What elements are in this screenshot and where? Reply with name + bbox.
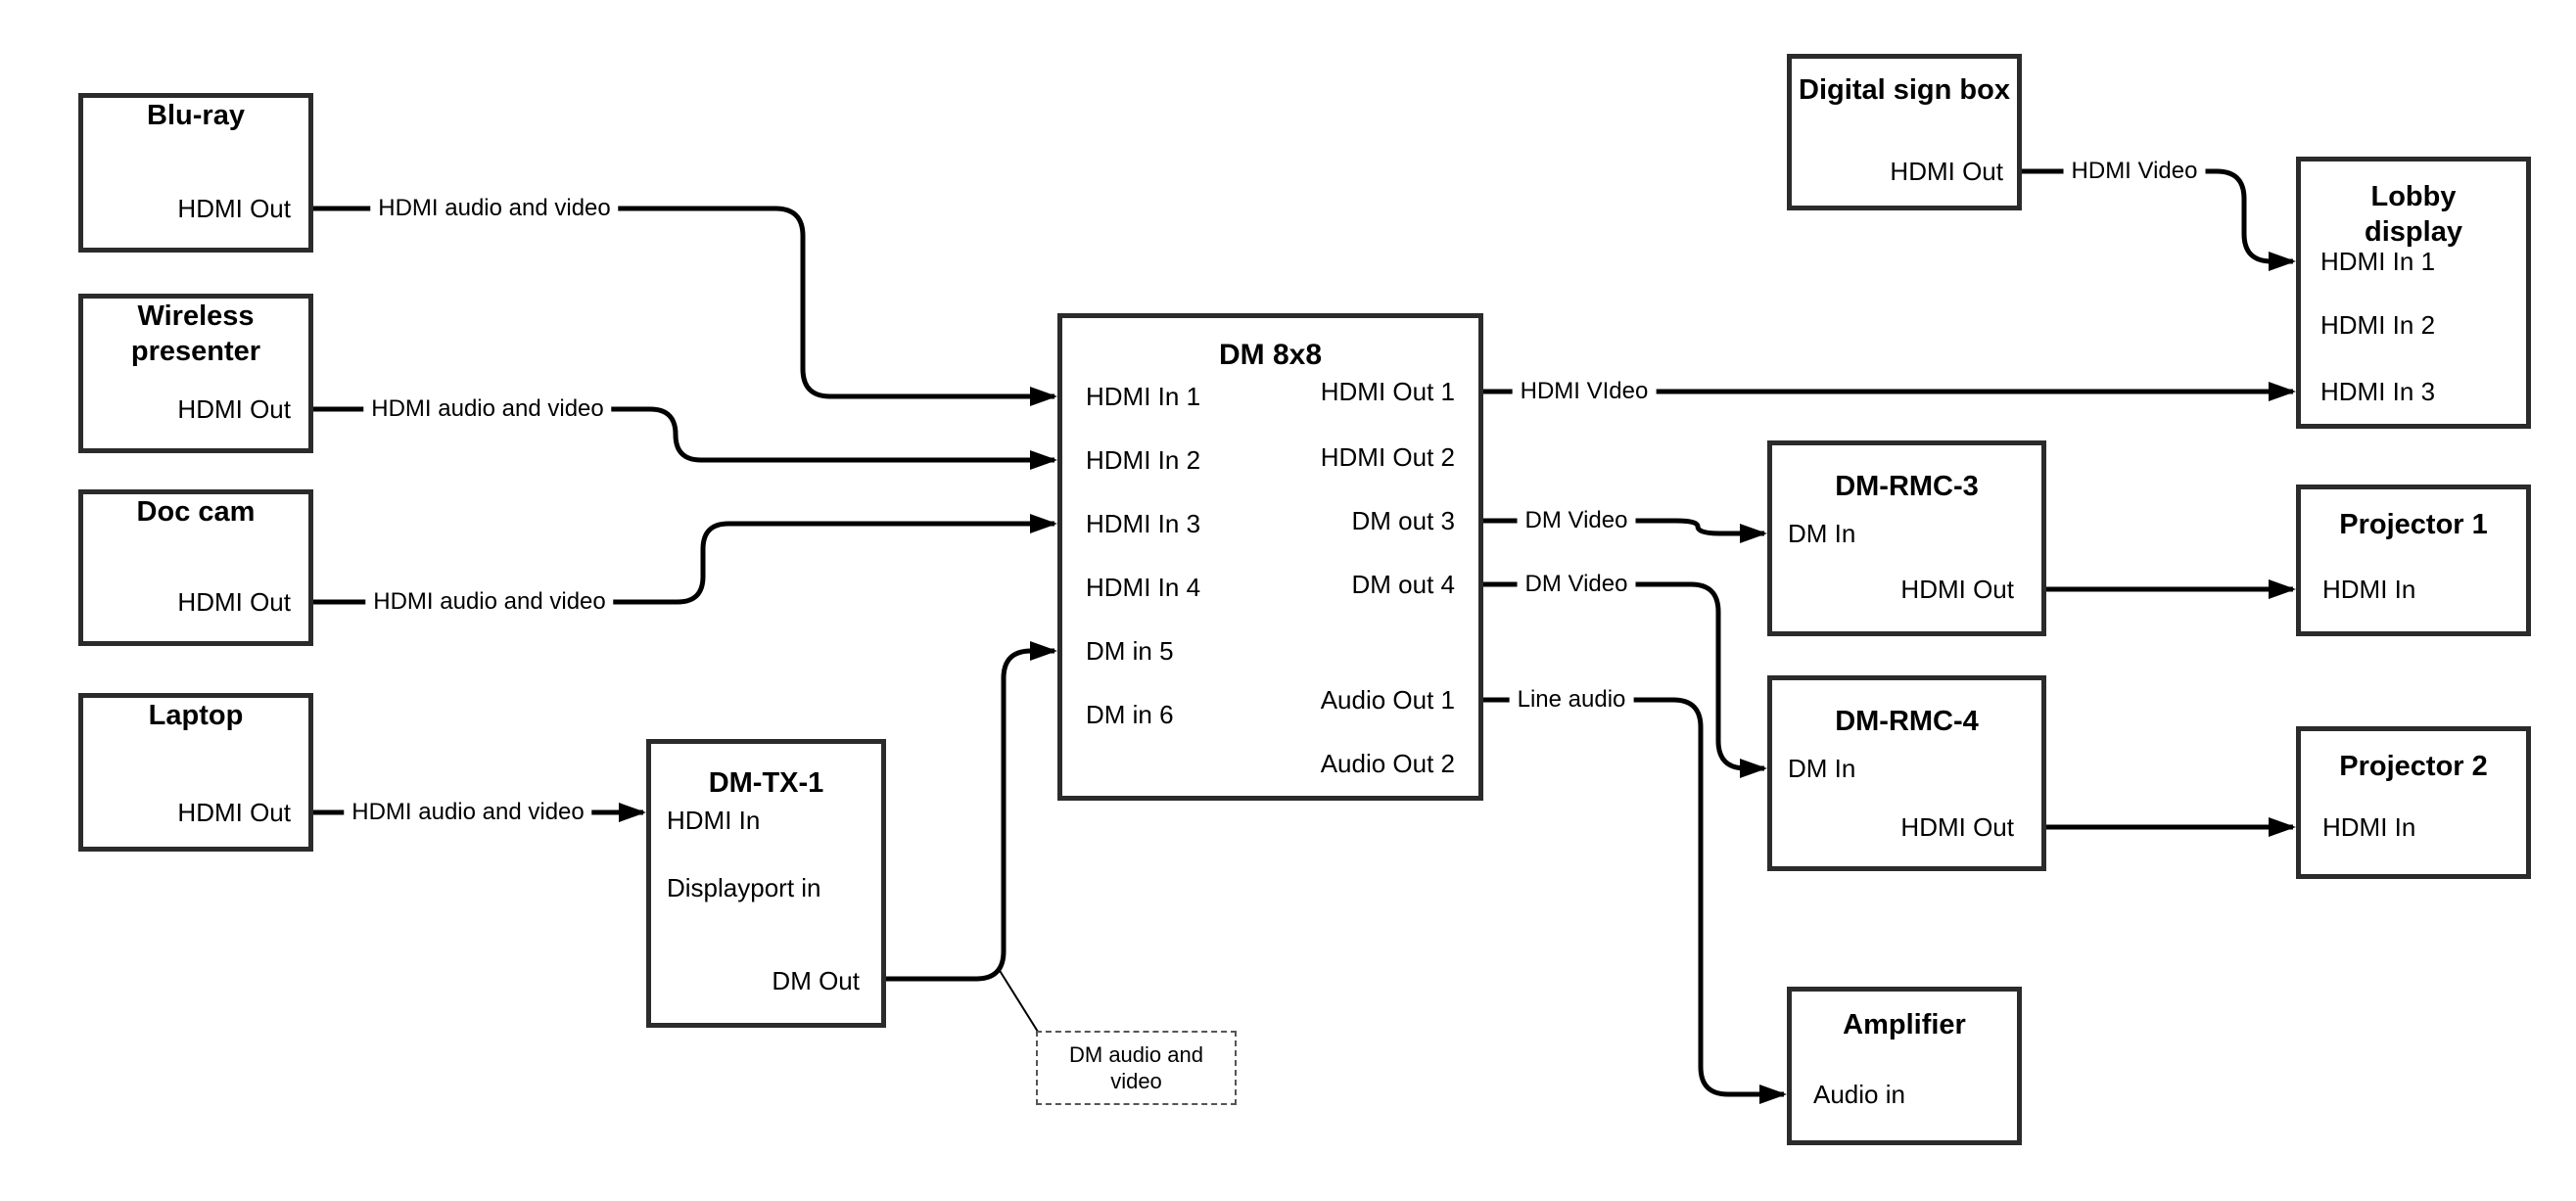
node-dm-8x8: DM 8x8 HDMI In 1 HDMI In 2 HDMI In 3 HDM… (1057, 313, 1483, 801)
port-hdmi-in-2: HDMI In 2 (2320, 310, 2436, 340)
node-title: Amplifier (1843, 1009, 1966, 1040)
port-hdmi-in-1: HDMI In 1 (2320, 247, 2436, 276)
wire-digitalsign-to-lobby-in1 (2022, 168, 2296, 271)
port-hdmi-out: HDMI Out (1900, 812, 2014, 842)
port-hdmi-out-2: HDMI Out 2 (1320, 442, 1455, 472)
port-dm-out-4: DM out 4 (1351, 570, 1456, 599)
edge-label-line-audio: Line audio (1509, 686, 1634, 714)
edge-label-hdmi-audio-video-bluray: HDMI audio and video (370, 195, 619, 222)
node-laptop: Laptop HDMI Out (78, 693, 313, 852)
port-displayport-in: Displayport in (667, 873, 821, 902)
node-digital-sign-box: Digital sign box HDMI Out (1787, 54, 2022, 210)
port-dm-out: DM Out (772, 966, 860, 995)
annotation-text: DM audio and video (1069, 1042, 1203, 1093)
node-doc-cam: Doc cam HDMI Out (78, 489, 313, 646)
port-hdmi-out: HDMI Out (177, 394, 291, 424)
node-title: DM 8x8 (1218, 339, 1323, 371)
edge-label-dm-video-out4: DM Video (1517, 571, 1636, 598)
edge-label-dm-video-out3: DM Video (1517, 507, 1636, 534)
node-title: Lobby display (2365, 181, 2462, 248)
port-hdmi-in-3: HDMI In 3 (1086, 509, 1201, 538)
node-title: Wireless presenter (130, 300, 261, 367)
port-hdmi-out: HDMI Out (177, 798, 291, 827)
port-dm-in: DM In (1788, 754, 1856, 783)
port-audio-in: Audio in (1813, 1080, 1905, 1109)
node-title: Doc cam (136, 496, 256, 528)
node-projector-1: Projector 1 HDMI In (2296, 485, 2531, 636)
annotation-dm-audio-and-video: DM audio and video (1036, 1031, 1237, 1105)
node-wireless-presenter: Wireless presenter HDMI Out (78, 294, 313, 453)
node-lobby-display: Lobby display HDMI In 1 HDMI In 2 HDMI I… (2296, 157, 2531, 429)
edge-label-hdmi-audio-video-doccam: HDMI audio and video (365, 588, 614, 616)
port-dm-in-6: DM in 6 (1086, 700, 1174, 729)
port-hdmi-out: HDMI Out (177, 194, 291, 223)
port-hdmi-in: HDMI In (2322, 575, 2416, 604)
port-dm-in: DM In (1788, 519, 1856, 548)
port-hdmi-in: HDMI In (2322, 812, 2416, 842)
wire-dmtx1-to-dm8x8-in5 (886, 641, 1057, 982)
node-projector-2: Projector 2 HDMI In (2296, 726, 2531, 879)
node-title: Projector 1 (2339, 509, 2488, 540)
node-title: DM-TX-1 (708, 767, 824, 799)
port-hdmi-out: HDMI Out (177, 587, 291, 617)
port-dm-in-5: DM in 5 (1086, 636, 1174, 666)
port-hdmi-in-3: HDMI In 3 (2320, 377, 2436, 406)
wire-dm8x8-aout1-to-amplifier (1483, 697, 1787, 1104)
edge-label-hdmi-audio-video-laptop: HDMI audio and video (344, 799, 592, 826)
port-audio-out-2: Audio Out 2 (1320, 749, 1455, 778)
wire-dm8x8-out4-to-rmc4 (1483, 581, 1767, 778)
port-hdmi-in-4: HDMI In 4 (1086, 573, 1201, 602)
port-dm-out-3: DM out 3 (1351, 506, 1456, 535)
port-audio-out-1: Audio Out 1 (1320, 685, 1455, 715)
annotation-leader-line (998, 968, 1039, 1033)
node-dm-tx-1: DM-TX-1 HDMI In Displayport in DM Out (646, 739, 886, 1028)
node-title: DM-RMC-4 (1835, 706, 1979, 737)
port-hdmi-out: HDMI Out (1900, 575, 2014, 604)
edge-label-hdmi-video-out1: HDMI VIdeo (1512, 378, 1657, 405)
node-bluray: Blu-ray HDMI Out (78, 93, 313, 253)
wire-bluray-to-dm8x8-in1 (313, 206, 1057, 406)
node-title: Blu-ray (147, 100, 245, 131)
port-hdmi-out: HDMI Out (1890, 157, 2003, 186)
port-hdmi-in-1: HDMI In 1 (1086, 382, 1201, 411)
wire-doccam-to-dm8x8-in3 (313, 514, 1057, 605)
node-dm-rmc-4: DM-RMC-4 DM In HDMI Out (1767, 675, 2046, 871)
wire-wireless-to-dm8x8-in2 (313, 406, 1057, 470)
edge-label-hdmi-audio-video-wireless: HDMI audio and video (363, 395, 612, 423)
wire-dm8x8-out3-to-rmc3 (1483, 518, 1767, 543)
node-title: Projector 2 (2339, 751, 2488, 782)
port-hdmi-out-1: HDMI Out 1 (1320, 377, 1455, 406)
edge-label-hdmi-video-digitalsign: HDMI Video (2063, 158, 2206, 185)
node-dm-rmc-3: DM-RMC-3 DM In HDMI Out (1767, 440, 2046, 636)
node-title: DM-RMC-3 (1835, 471, 1979, 502)
port-hdmi-in-2: HDMI In 2 (1086, 445, 1201, 475)
node-title: Digital sign box (1799, 74, 2010, 106)
node-amplifier: Amplifier Audio in (1787, 987, 2022, 1145)
port-hdmi-in: HDMI In (667, 806, 761, 835)
node-title: Laptop (148, 700, 244, 731)
